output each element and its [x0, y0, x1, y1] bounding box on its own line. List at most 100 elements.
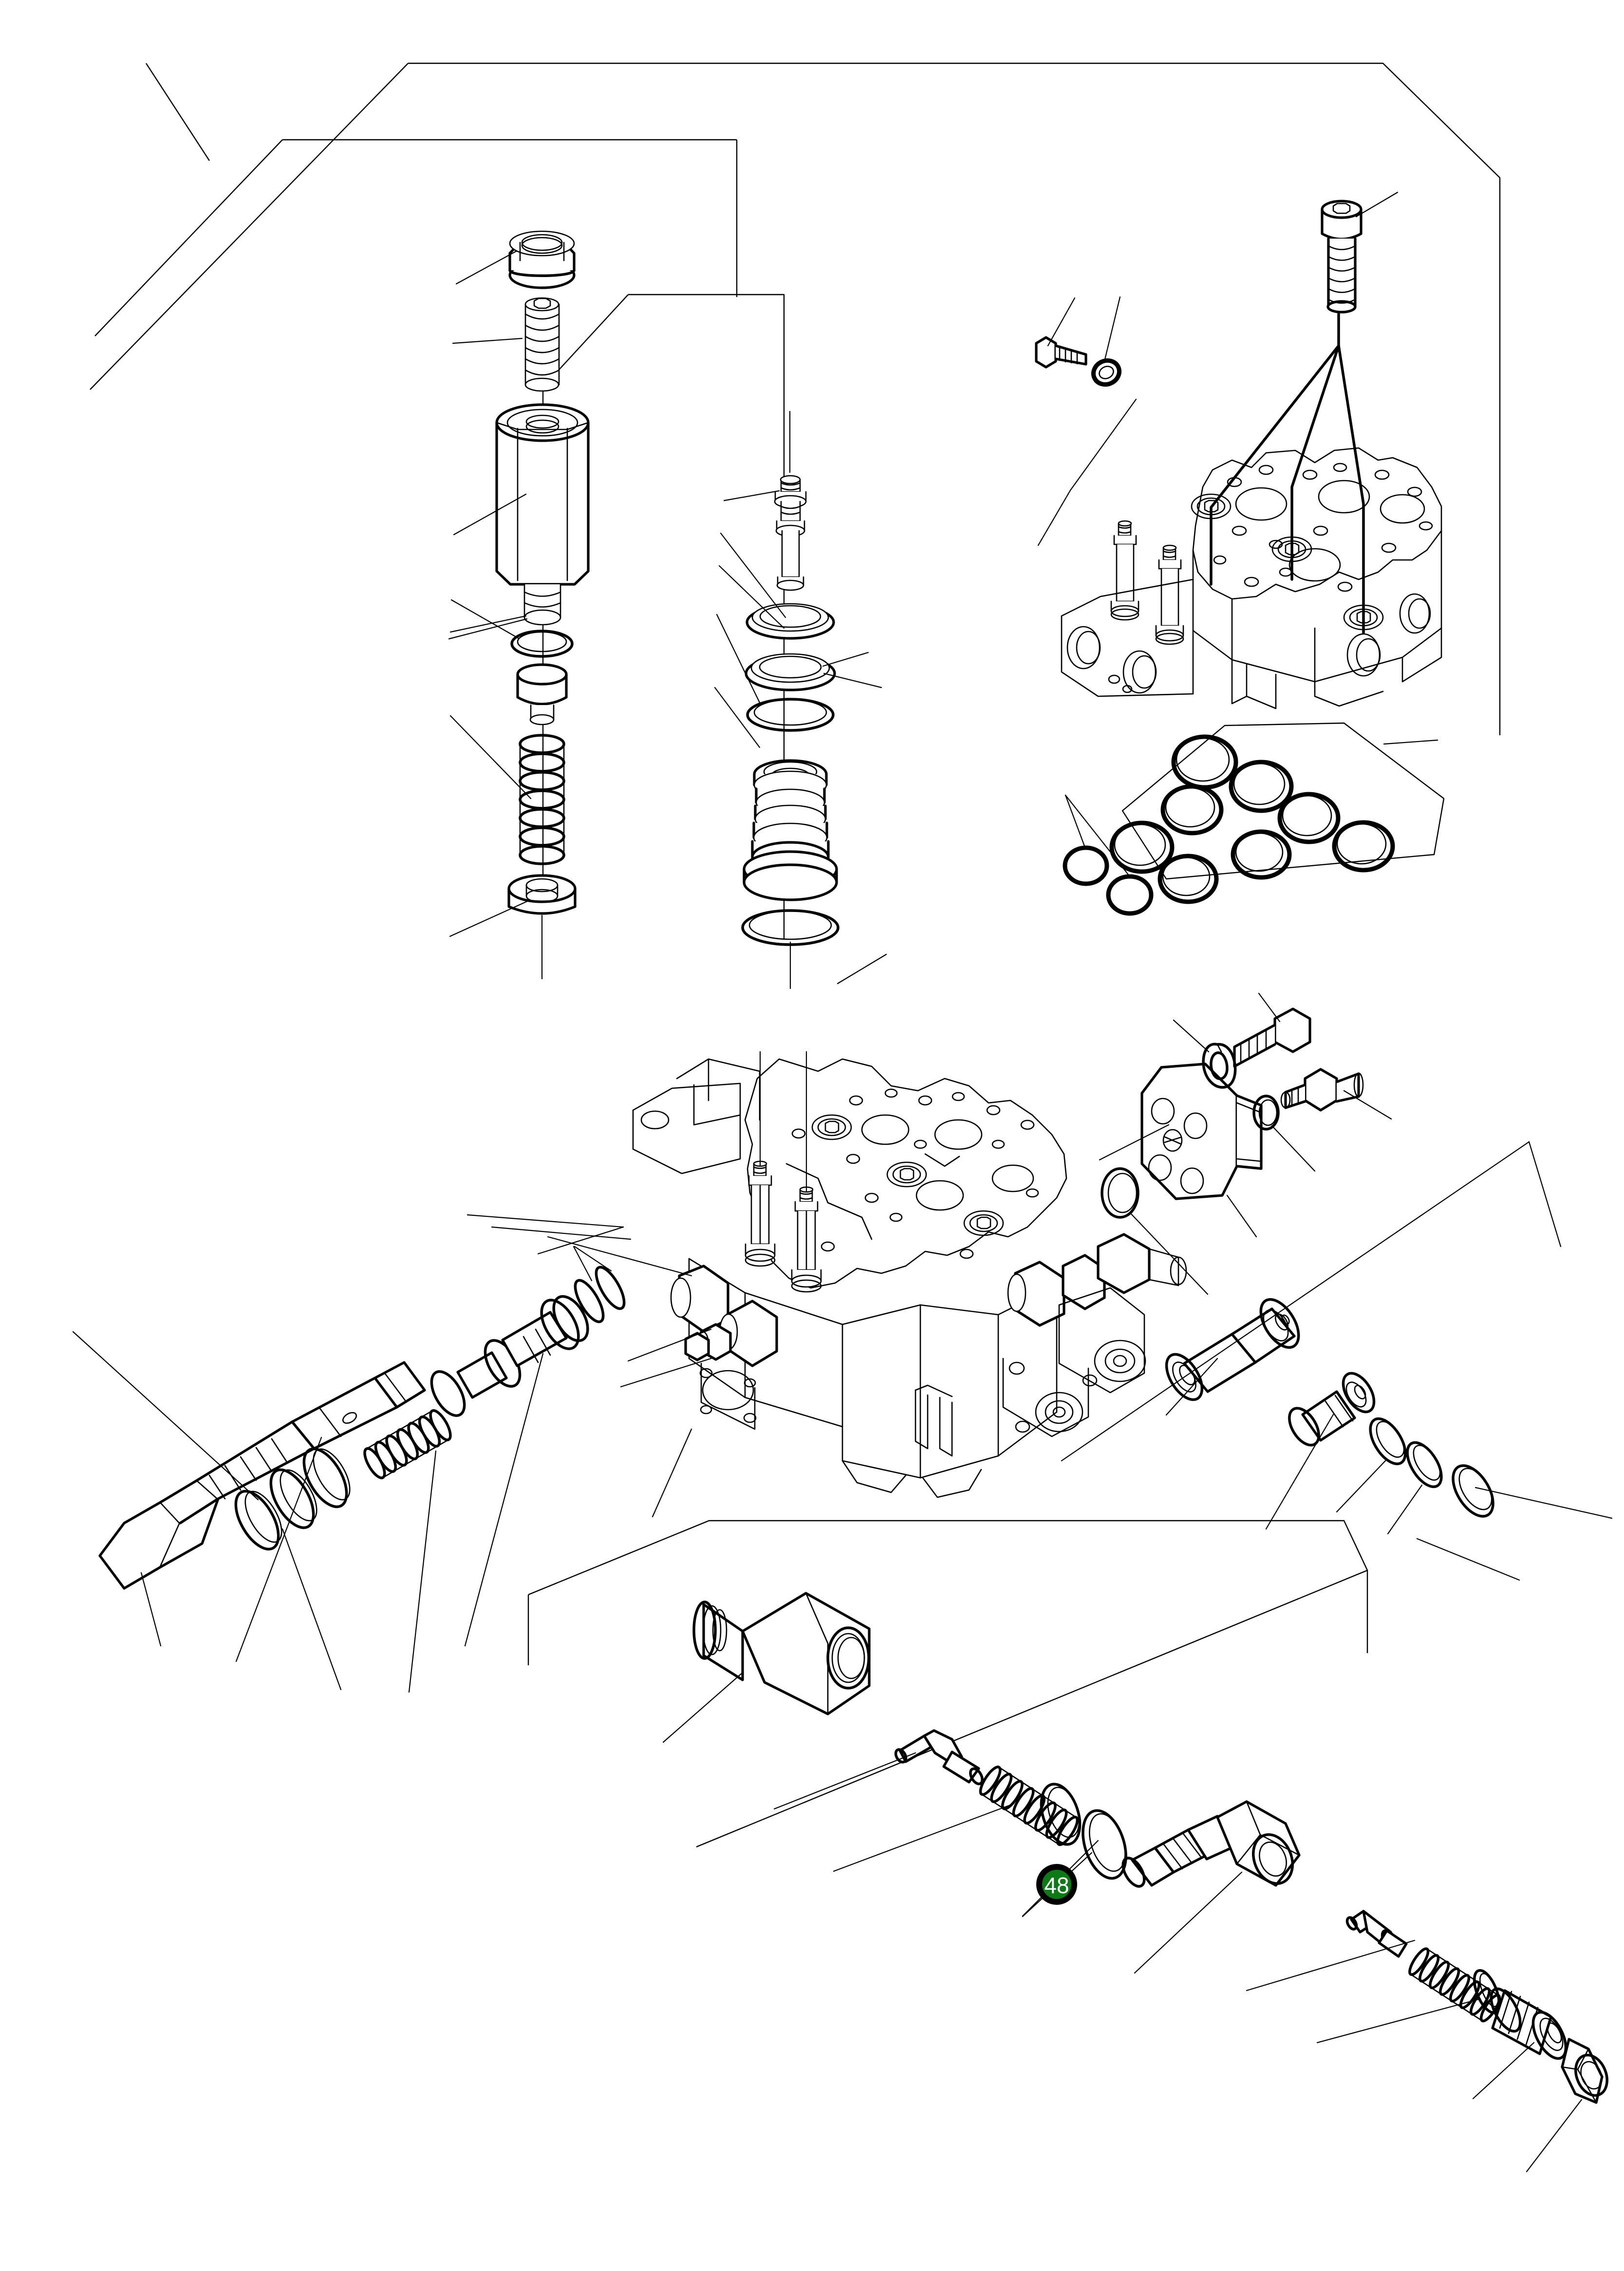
callout-48-badge[interactable]: [1036, 1864, 1077, 1905]
lower-relief-poppet: [1345, 1910, 1408, 1958]
poppet-upper-left: [516, 663, 568, 726]
leader-hex-bolt-small: [1047, 297, 1076, 347]
washer-center-1: [746, 603, 835, 640]
lower-relief-pin: [894, 1729, 984, 1786]
o-ring-upper-left: [510, 630, 574, 658]
leader-hex-flange-nut: [455, 250, 517, 285]
o-ring-left-cartridge: [574, 1266, 626, 1323]
poppet-sleeve-left: [430, 1295, 589, 1417]
leader-port-plug-o-ring: [1271, 1125, 1316, 1172]
lower-relief-hex-nut: [1561, 2038, 1608, 2104]
leader-poppet-upper-left-2: [448, 618, 528, 640]
callout-48[interactable]: 48: [1022, 1840, 1099, 1917]
leader-socket-set-screw: [452, 337, 523, 344]
leader-lower-relief-adjust-body: [1134, 1871, 1243, 1974]
lower-relief-adjust-body: [1121, 1800, 1301, 1888]
socket-set-screw: [524, 297, 560, 392]
lower-group-boundary: [528, 1520, 1368, 1848]
threaded-stem-center: [774, 475, 807, 591]
group-lower-relief-valve: [527, 1520, 1608, 2173]
leader-back-up-rings-left: [72, 1331, 259, 1501]
group-right-port-flange: [1099, 992, 1392, 1295]
check-valve-poppet: [1288, 1372, 1376, 1447]
leader-o-ring-upper-left: [450, 599, 520, 639]
cap-screw-leader-tree: [1210, 313, 1365, 634]
leader-check-valve-o-ring-2: [1387, 1484, 1423, 1535]
leader-lower-relief-pin: [773, 1752, 916, 1810]
o-ring-kit-boundary: [1121, 722, 1445, 880]
group-main-valve-body: [467, 1051, 1187, 1518]
leader-o-ring-left-cartridge: [573, 1246, 593, 1282]
leader-port-flange: [1099, 1124, 1170, 1161]
hex-plug-left: [98, 1361, 426, 1590]
leader-o-ring-kit-large: [1383, 739, 1438, 745]
sheet-boundary-frame: [90, 62, 1501, 735]
leader-o-ring-kit-small-2: [1064, 794, 1131, 877]
leader-washer-center-1: [720, 532, 786, 618]
check-valve-o-rings: [1369, 1417, 1494, 1518]
leader-hex-plug-left: [140, 1572, 162, 1647]
valve-head-block-upper-right: [1061, 447, 1442, 709]
leader-coil-spring-upper-left: [449, 715, 532, 800]
leader-check-valve-o-ring-3: [1475, 1487, 1613, 1519]
coil-spring-upper-left: [519, 734, 565, 865]
group-bracket-right: [1061, 1141, 1562, 1462]
leader-check-valve-poppet: [1265, 1414, 1334, 1530]
leader-valve-body-3: [652, 1428, 692, 1518]
leader-threaded-stem-center: [723, 490, 780, 502]
leader-port-flange-lock-washer: [1173, 1019, 1210, 1053]
leader-washer-center-1b: [718, 565, 785, 629]
port-flange-o-ring: [1101, 1167, 1139, 1219]
lower-relief-o-ring-2: [1082, 1809, 1127, 1880]
leader-check-valve-sleeve: [1165, 1358, 1218, 1416]
leader-hex-body: [453, 493, 527, 536]
leader-poppet-upper-left: [449, 615, 527, 633]
group-bracket-left-3: [491, 1226, 632, 1240]
port-flange-lock-washer: [1202, 1042, 1237, 1089]
port-flange-hex-bolt: [1233, 1007, 1311, 1068]
leader-washer-center-2: [822, 652, 869, 667]
group-o-ring-kit: [1063, 722, 1445, 916]
hex-flange-nut: [508, 230, 576, 289]
lower-relief-threaded-sleeve: [1490, 1987, 1568, 2060]
group-bracket-left: [537, 1226, 624, 1255]
leader-port-flange-o-ring: [1129, 1211, 1209, 1295]
hex-body: [495, 403, 590, 626]
spring-seat-upper-left: [507, 874, 577, 915]
leader-valve-body-2: [620, 1358, 712, 1388]
group-upper-left-relief-valve: [448, 230, 590, 980]
leader-poppet-sleeve-left: [464, 1353, 544, 1647]
stepped-sleeve-center: [743, 759, 838, 901]
lower-relief-o-ring-1: [1040, 1783, 1082, 1846]
port-plug-fitting: [1280, 1068, 1364, 1112]
leader-o-ring-center-large: [837, 953, 887, 985]
group-right-check-valve: [1061, 1141, 1613, 1581]
group-bracket-left-2: [467, 1214, 624, 1228]
socket-head-cap-screw: [1321, 200, 1363, 314]
valve-body-block: [670, 1233, 1187, 1498]
valve-body-left-boss: [632, 1058, 761, 1174]
seal-washer: [1091, 358, 1121, 387]
washer-center-2: [745, 653, 836, 691]
group-left-relief-cartridge: [72, 1246, 626, 1693]
leader-coil-spring-left: [408, 1450, 437, 1693]
callout-48-number: 48: [1044, 1873, 1069, 1898]
group-upper-right-fasteners: [1035, 191, 1442, 709]
port-plug-o-ring: [1252, 1095, 1280, 1131]
o-ring-kit-large: [1109, 734, 1395, 904]
leader-port-plug-fitting: [1343, 1090, 1392, 1120]
leader-lower-relief-washer: [1316, 1998, 1481, 2044]
leader-port-flange-hex-bolt: [1258, 992, 1281, 1023]
group-bracket-upper-right: [1037, 398, 1137, 546]
leader-lower-relief-threaded-sleeve: [1472, 2042, 1535, 2100]
leader-valve-body: [627, 1328, 712, 1362]
group-bracket-right-2: [1416, 1538, 1520, 1581]
leader-stepped-sleeve-center: [714, 687, 761, 748]
leader-lower-relief-spring: [833, 1803, 1014, 1872]
leader-o-ring-left-cartridge-2: [574, 1246, 612, 1272]
coil-spring-left: [363, 1409, 452, 1479]
leader-o-ring-center: [716, 614, 761, 704]
